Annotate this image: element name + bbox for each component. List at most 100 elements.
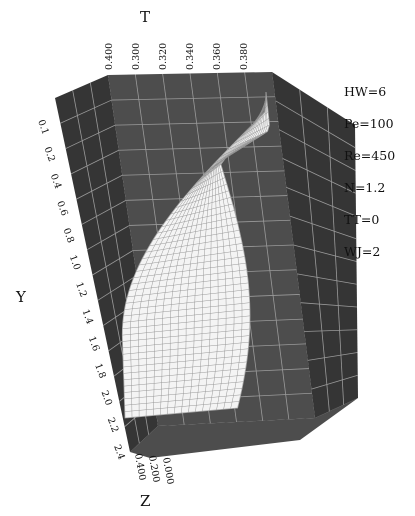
- surface-mesh-line: [122, 341, 249, 355]
- surface-sheet: [121, 91, 270, 419]
- left-wall-gridline: [76, 174, 123, 200]
- y-axis-tick-label: 2.2: [105, 416, 121, 434]
- y-axis-tick-label: 0.1: [35, 118, 51, 136]
- left-wall-gridline: [81, 200, 127, 225]
- right-wall-gridline: [289, 215, 357, 240]
- z-axis-tick-label: 0.000: [160, 457, 176, 486]
- surface-mesh-line: [133, 262, 246, 278]
- surface-mesh-line: [124, 401, 240, 412]
- surface-mesh-line: [122, 315, 251, 329]
- surface-mesh-line: [186, 177, 225, 196]
- left-wall-gridline: [97, 275, 137, 301]
- surface-mesh-line: [124, 388, 243, 400]
- surface-mesh-line: [122, 309, 250, 323]
- surface-mesh-line: [197, 164, 222, 183]
- right-wall-gridline: [275, 100, 356, 149]
- t-axis-tick-label: 0.320: [158, 43, 169, 70]
- y-axis-tick-label: 1.6: [86, 335, 102, 353]
- surface-mesh-line: [226, 131, 268, 151]
- right-wall-gridline: [293, 244, 357, 262]
- surface-mesh-line: [166, 203, 233, 221]
- surface-mesh-line: [161, 210, 235, 227]
- surface-mesh-line: [127, 282, 249, 298]
- temperature-surface: [121, 91, 270, 419]
- t-axis-label: T: [140, 8, 150, 26]
- parameter-label: HW=6: [344, 84, 386, 99]
- y-axis-tick-label: 0.4: [48, 172, 64, 190]
- surface-mesh-line: [180, 183, 227, 202]
- t-axis-tick-label: 0.360: [212, 43, 223, 70]
- parameter-label: Pe=100: [344, 116, 394, 131]
- left-wall-gridline: [60, 99, 112, 124]
- surface-mesh-line: [214, 144, 247, 164]
- surface-mesh-line: [123, 368, 246, 380]
- y-axis-tick-label: 1.0: [67, 254, 83, 272]
- t-axis-tick-label: 0.380: [239, 43, 250, 70]
- y-axis-tick-label: 1.2: [73, 281, 89, 299]
- parameter-label: Re=450: [344, 148, 395, 163]
- z-axis-label: Z: [140, 492, 150, 510]
- surface-mesh-line: [122, 335, 250, 349]
- surface-mesh-line: [252, 105, 268, 125]
- surface-mesh-line: [139, 249, 244, 266]
- surface-mesh-line: [245, 111, 269, 132]
- surface-mesh-line: [124, 295, 250, 310]
- surface-mesh-line: [123, 348, 249, 361]
- z-axis-tick-label: 0.200: [146, 455, 162, 484]
- y-axis-tick-label: 2.0: [99, 389, 115, 407]
- right-wall-gridline: [311, 374, 358, 390]
- surface-mesh-line: [157, 216, 237, 234]
- surface-mesh-line: [175, 190, 229, 208]
- surface-mesh-line: [149, 230, 240, 247]
- y-axis-label: Y: [15, 288, 27, 306]
- surface-mesh-line: [124, 381, 244, 393]
- t-axis-tick-label: 0.300: [131, 43, 142, 70]
- z-axis-tick-label: 0.400: [132, 453, 148, 482]
- right-wall-gridline: [297, 273, 357, 285]
- left-wall-gridline: [70, 149, 119, 175]
- floor: [130, 398, 358, 458]
- surface-mesh-line: [142, 243, 243, 259]
- right-wall-gridline: [282, 158, 356, 194]
- back-wall-gridline: [115, 121, 279, 126]
- surface-mesh-line: [123, 302, 250, 317]
- left-wall-gridline: [65, 124, 116, 149]
- surface-mesh-line: [122, 322, 250, 336]
- left-wall-gridline: [92, 250, 134, 276]
- surface-mesh-line: [233, 124, 270, 145]
- parameter-label: WJ=2: [344, 244, 380, 259]
- right-wall-gridline: [307, 352, 358, 361]
- y-axis-tick-label: 1.4: [80, 308, 96, 326]
- surface-mesh-line: [153, 223, 238, 240]
- y-axis-tick-label: 0.2: [42, 145, 58, 163]
- right-wall-gridline: [300, 302, 358, 308]
- surface-mesh-line: [123, 355, 248, 368]
- surface-mesh-line: [123, 374, 245, 387]
- t-axis-tick-label: 0.340: [185, 43, 196, 70]
- surface-mesh-line: [122, 328, 250, 342]
- parameter-label: TT=0: [344, 212, 379, 227]
- surface-mesh-line: [191, 170, 224, 189]
- surface-mesh-line: [123, 361, 247, 374]
- surface-mesh-line: [170, 197, 231, 215]
- surface-mesh-line: [202, 157, 226, 176]
- y-axis-ticks: 0.10.20.40.60.81.01.21.41.61.82.02.22.4: [35, 118, 127, 461]
- parameter-label: N=1.2: [344, 180, 385, 195]
- y-axis-tick-label: 0.8: [61, 227, 77, 245]
- y-axis-tick-label: 0.6: [54, 200, 70, 218]
- surface-mesh-line: [136, 256, 245, 272]
- t-axis-tick-label: 0.400: [104, 43, 115, 70]
- surface-mesh-line: [239, 118, 269, 138]
- back-wall-gridline: [122, 170, 285, 176]
- back-wall-gridline: [118, 145, 282, 151]
- y-axis-tick-label: 1.8: [92, 362, 108, 380]
- back-wall-gridline: [111, 96, 276, 101]
- surface-mesh-line: [220, 137, 258, 157]
- surface-mesh-line: [129, 276, 248, 291]
- surface-mesh-line: [124, 394, 241, 406]
- surface-mesh-line: [131, 269, 247, 285]
- plot-box-gridlines: [60, 72, 358, 444]
